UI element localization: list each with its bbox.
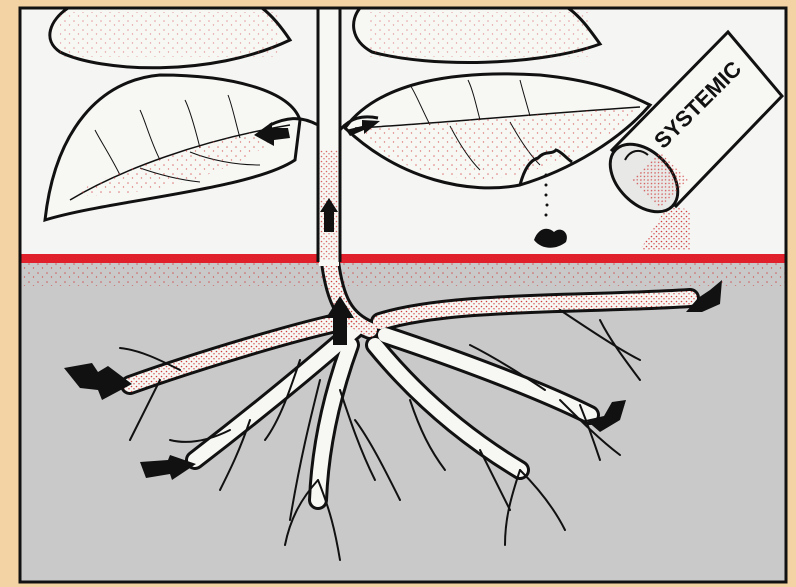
ground-line: [20, 254, 786, 263]
soil-speckle-band: [20, 262, 786, 286]
